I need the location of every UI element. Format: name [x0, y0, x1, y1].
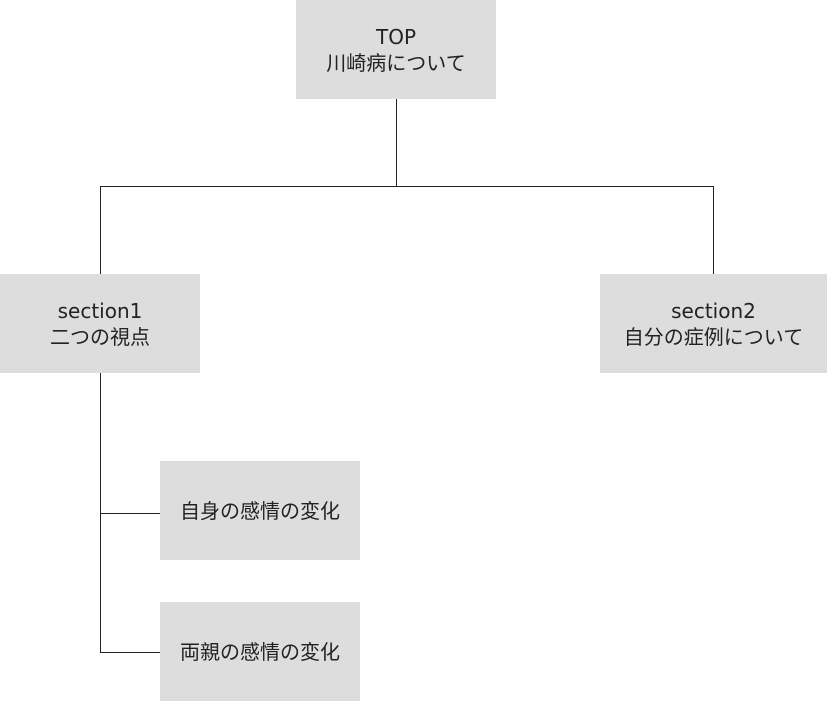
node-top[interactable]: TOP 川崎病について: [296, 0, 496, 99]
node-sub1[interactable]: 自身の感情の変化: [160, 461, 360, 560]
node-section2-title: section2: [671, 298, 756, 323]
node-sub2-label: 両親の感情の変化: [180, 639, 340, 664]
node-sub2[interactable]: 両親の感情の変化: [160, 602, 360, 701]
node-section2-subtitle: 自分の症例について: [623, 324, 804, 349]
node-section1-title: section1: [57, 298, 143, 323]
node-section1[interactable]: section1 二つの視点: [0, 274, 200, 373]
node-top-title: TOP: [375, 24, 417, 49]
node-top-subtitle: 川崎病について: [326, 50, 466, 75]
node-section1-subtitle: 二つの視点: [50, 324, 150, 349]
node-sub1-label: 自身の感情の変化: [180, 498, 340, 523]
node-section2[interactable]: section2 自分の症例について: [600, 274, 827, 373]
